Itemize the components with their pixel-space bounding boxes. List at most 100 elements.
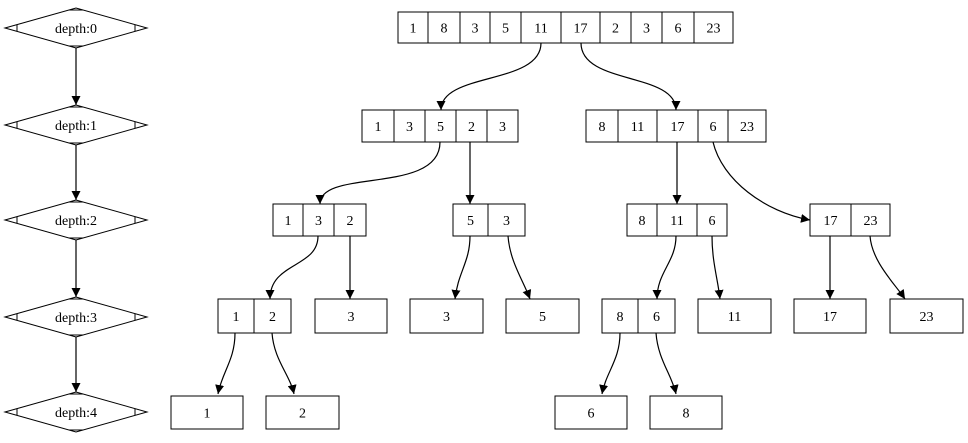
edge-n1b-n2d bbox=[712, 141, 811, 223]
edge-n3e-n4c bbox=[599, 332, 621, 395]
node-box bbox=[409, 298, 484, 334]
depth-label-3: depth:3 bbox=[55, 311, 97, 326]
cell-value: 23 bbox=[864, 214, 878, 229]
cell-value: 11 bbox=[670, 214, 683, 229]
node-box bbox=[170, 395, 244, 430]
depth-node-2: depth:2 bbox=[3, 199, 149, 241]
cell-value: 6 bbox=[588, 407, 595, 422]
node-n3g: 17 bbox=[793, 298, 867, 334]
depth-label-2: depth:2 bbox=[55, 214, 97, 229]
node-n3d: 5 bbox=[505, 298, 580, 334]
cell-value: 11 bbox=[728, 310, 741, 325]
depth-node-0: depth:0 bbox=[3, 7, 149, 49]
cell-value: 3 bbox=[472, 22, 479, 37]
node-n3c: 3 bbox=[409, 298, 484, 334]
cell-value: 3 bbox=[499, 120, 506, 135]
node-box bbox=[626, 203, 728, 237]
cell-value: 8 bbox=[639, 214, 646, 229]
cell-value: 2 bbox=[347, 214, 354, 229]
node-box bbox=[452, 203, 526, 237]
cell-value: 8 bbox=[441, 22, 448, 37]
node-n4b: 2 bbox=[265, 395, 340, 430]
depth-node-4: depth:4 bbox=[3, 391, 149, 433]
edge-n3a-n4a bbox=[215, 332, 236, 395]
node-box bbox=[793, 298, 867, 334]
cell-value: 2 bbox=[468, 120, 475, 135]
node-n4c: 6 bbox=[554, 395, 628, 430]
cell-value: 6 bbox=[653, 310, 660, 325]
node-n1a: 1 3 5 2 3 bbox=[361, 109, 519, 143]
node-box bbox=[585, 109, 767, 143]
node-box bbox=[889, 298, 964, 334]
cell-value: 17 bbox=[671, 120, 685, 135]
cell-value: 3 bbox=[315, 214, 322, 229]
cell-value: 5 bbox=[437, 120, 444, 135]
edge-n2d-n3h bbox=[869, 235, 906, 300]
node-n3h: 23 bbox=[889, 298, 964, 334]
edge-n2a-n3a bbox=[265, 235, 319, 300]
node-n1b: 8 11 17 6 23 bbox=[585, 109, 767, 143]
cell-value: 2 bbox=[299, 407, 306, 422]
edge-n3a-n4b bbox=[271, 332, 297, 395]
cell-value: 17 bbox=[574, 22, 588, 37]
edge-n0-n1a bbox=[436, 42, 542, 111]
cell-value: 1 bbox=[233, 310, 240, 325]
node-box bbox=[361, 109, 519, 143]
cell-value: 6 bbox=[675, 22, 682, 37]
cell-value: 11 bbox=[631, 120, 644, 135]
depth-node-1: depth:1 bbox=[3, 104, 149, 146]
node-box bbox=[505, 298, 580, 334]
cell-value: 6 bbox=[710, 120, 717, 135]
cell-value: 11 bbox=[534, 22, 547, 37]
cell-value: 3 bbox=[503, 214, 510, 229]
cell-value: 23 bbox=[920, 310, 934, 325]
cell-value: 23 bbox=[707, 22, 721, 37]
edge-n2b-n3c bbox=[451, 235, 471, 300]
cell-value: 5 bbox=[502, 22, 509, 37]
node-n4d: 8 bbox=[649, 395, 723, 430]
cell-value: 8 bbox=[599, 120, 606, 135]
node-box bbox=[265, 395, 340, 430]
cell-value: 3 bbox=[643, 22, 650, 37]
cell-value: 3 bbox=[348, 310, 355, 325]
depth-label-4: depth:4 bbox=[55, 406, 97, 421]
node-box bbox=[314, 298, 388, 334]
cell-value: 1 bbox=[375, 120, 382, 135]
cell-value: 17 bbox=[824, 214, 838, 229]
cell-value: 17 bbox=[823, 310, 837, 325]
cell-value: 2 bbox=[612, 22, 619, 37]
node-box bbox=[272, 203, 367, 237]
node-n3f: 11 bbox=[697, 298, 772, 334]
cell-value: 8 bbox=[617, 310, 624, 325]
edge-n3e-n4d bbox=[655, 332, 679, 395]
node-n2a: 1 3 2 bbox=[272, 203, 367, 237]
edge-n0-n1b bbox=[580, 42, 681, 111]
cell-value: 3 bbox=[406, 120, 413, 135]
cell-value: 3 bbox=[443, 310, 450, 325]
cell-value: 23 bbox=[740, 120, 754, 135]
node-n4a: 1 bbox=[170, 395, 244, 430]
cell-value: 1 bbox=[204, 407, 211, 422]
node-box bbox=[649, 395, 723, 430]
node-box bbox=[397, 11, 734, 44]
cell-value: 1 bbox=[410, 22, 417, 37]
edge-n2c-n3e bbox=[652, 235, 677, 300]
depth-node-3: depth:3 bbox=[3, 296, 149, 338]
cell-value: 1 bbox=[285, 214, 292, 229]
node-box bbox=[697, 298, 772, 334]
edge-n2b-n3d bbox=[507, 235, 532, 300]
tree-edges bbox=[215, 42, 906, 395]
cell-value: 8 bbox=[683, 407, 690, 422]
edge-n1a-n2a bbox=[315, 141, 441, 205]
node-box bbox=[554, 395, 628, 430]
depth-label-1: depth:1 bbox=[55, 119, 97, 134]
